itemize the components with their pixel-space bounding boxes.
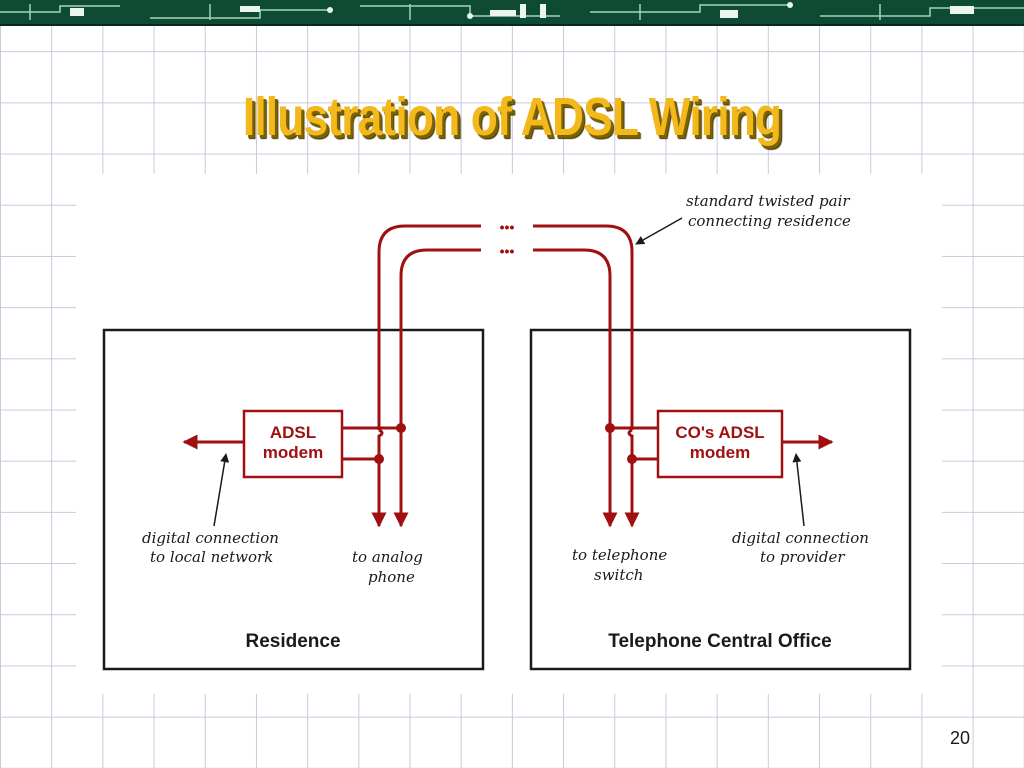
telephone-switch-note-line2: switch: [594, 566, 643, 584]
continuation-marks-bottom: •••: [500, 243, 515, 259]
twisted-pair-wire-inner: [399, 248, 612, 427]
junction-dot: [396, 423, 406, 433]
telephone-switch-note-line1: to telephone: [572, 546, 667, 564]
adsl-wiring-figure: ••• ••• ADSL modem CO's ADSL modem stand…: [76, 174, 942, 694]
twisted-pair-note-line2: connecting residence: [688, 212, 851, 230]
residence-box: [102, 328, 485, 671]
local-network-pointer: [213, 453, 230, 527]
residence-wire-hop: [377, 428, 384, 526]
continuation-marks-top: •••: [500, 219, 515, 235]
co-switch-wire-right: [624, 428, 640, 528]
adsl-wiring-diagram: ••• ••• ADSL modem CO's ADSL modem stand…: [102, 192, 912, 671]
local-network-note-line1: digital connection: [142, 529, 279, 547]
junction-dot: [627, 454, 637, 464]
junction-dot: [605, 423, 615, 433]
junction-dot: [374, 454, 384, 464]
slide-title: Illustration of ADSL Wiring: [242, 87, 782, 147]
provider-note-line2: to provider: [760, 548, 845, 566]
circuit-banner: [0, 0, 1024, 26]
slide-number: 20: [949, 728, 971, 748]
twisted-pair-pointer: [635, 217, 683, 245]
analog-phone-note-line2: phone: [368, 568, 415, 586]
provider-note-line1: digital connection: [732, 529, 869, 547]
local-network-note-line2: to local network: [150, 548, 273, 566]
adsl-modem-label-line1: ADSL: [270, 423, 316, 442]
central-office-label: Telephone Central Office: [608, 631, 831, 652]
co-modem-label-line2: modem: [690, 443, 750, 462]
central-office-box: [529, 328, 912, 671]
analog-phone-note-line1: to analog: [352, 548, 423, 566]
circuit-pattern-graphic: [0, 2, 1024, 20]
residence-label: Residence: [245, 631, 340, 652]
adsl-modem-box: [242, 409, 344, 479]
adsl-modem-label-line2: modem: [263, 443, 323, 462]
provider-pointer: [792, 453, 805, 527]
twisted-pair-note-line1: standard twisted pair: [686, 192, 850, 210]
co-modem-label-line1: CO's ADSL: [675, 423, 764, 442]
co-adsl-modem-box: [656, 409, 784, 479]
twisted-pair-wire-outer: [377, 224, 634, 430]
